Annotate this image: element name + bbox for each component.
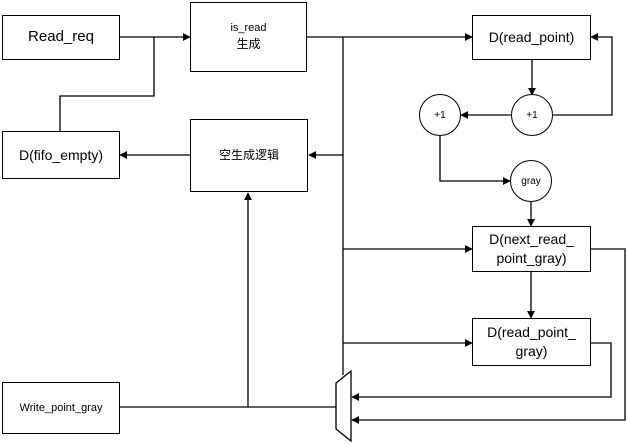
d-read-point-gray-box: D(read_point_ gray) <box>472 318 591 366</box>
plus1-right-circle: +1 <box>511 94 553 136</box>
d-read-point-gray-line2: gray) <box>515 343 548 359</box>
d-next-read-point-gray-line2: point_gray) <box>496 250 567 266</box>
mux-shape <box>335 369 352 443</box>
gray-circle: gray <box>510 160 552 202</box>
plus1-left-label: +1 <box>434 109 446 121</box>
arrow-next-gray-to-mux <box>351 248 626 424</box>
d-fifo-empty-label: D(fifo_empty) <box>18 146 104 163</box>
d-read-point-gray-line1: D(read_point_ <box>487 324 576 341</box>
arrow-read-point-gray-to-mux <box>351 342 612 401</box>
d-read-point-label: D(read_point) <box>488 29 575 46</box>
arrow-plus1-loop <box>553 33 613 116</box>
empty-logic-box: 空生成逻辑 <box>190 119 308 192</box>
read-req-label: Read_req <box>28 28 94 46</box>
is-read-label-line1: is_read <box>230 22 267 35</box>
plus1-right-label: +1 <box>526 109 538 121</box>
empty-logic-label: 空生成逻辑 <box>218 148 279 163</box>
d-next-read-point-gray-box: D(next_read_ point_gray) <box>472 226 591 272</box>
d-read-point-box: D(read_point) <box>472 15 591 60</box>
plus1-left-circle: +1 <box>419 94 461 136</box>
gray-label: gray <box>521 175 541 187</box>
write-point-gray-box: Write_point_gray <box>2 382 120 434</box>
is-read-box: is_read 生成 <box>190 2 307 72</box>
read-req-box: Read_req <box>2 15 120 60</box>
write-point-gray-label: Write_point_gray <box>19 401 103 414</box>
d-fifo-empty-box: D(fifo_empty) <box>2 131 120 179</box>
is-read-label-line2: 生成 <box>236 37 261 52</box>
d-next-read-point-gray-line1: D(next_read_ <box>489 231 574 248</box>
line-fifo-empty-feedback <box>59 37 155 131</box>
arrow-plus1-to-gray <box>439 136 511 185</box>
